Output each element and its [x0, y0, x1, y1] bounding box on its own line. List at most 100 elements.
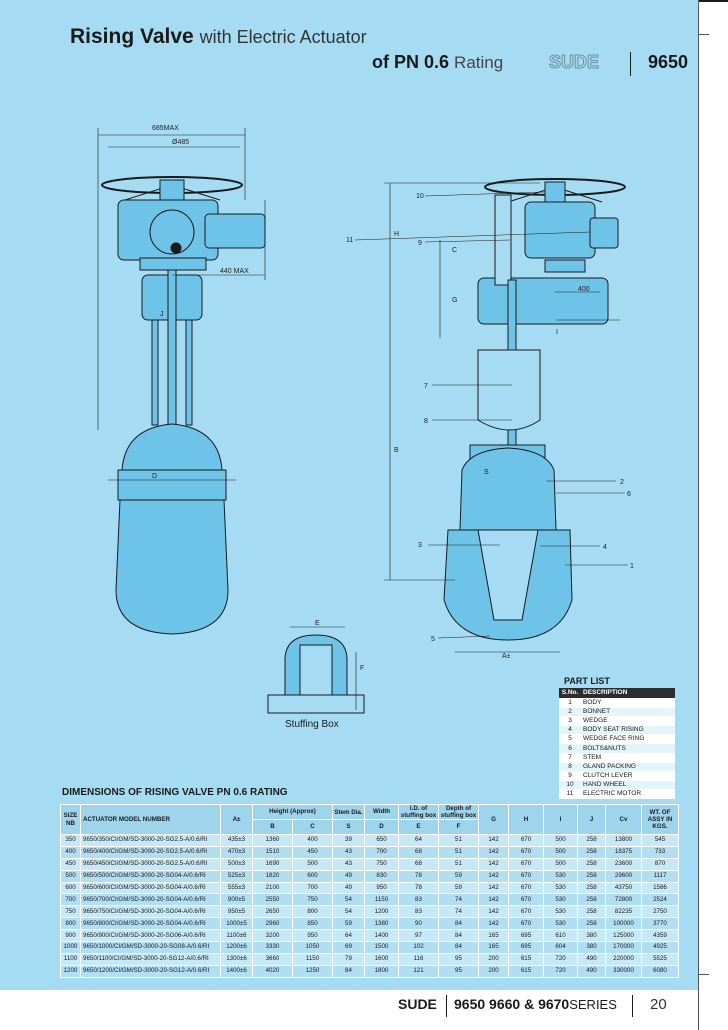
cell-dim-h: 670	[508, 845, 544, 859]
cell-dim-a: 950±5	[220, 905, 253, 919]
part-description: BODY	[581, 698, 675, 709]
title-bold: Rising Valve	[70, 25, 194, 48]
cell-dim-i: 530	[543, 905, 578, 919]
part-callout-2: 2	[620, 479, 624, 486]
cell-dim-d: 750	[364, 857, 399, 871]
cell-dim-s: 64	[332, 929, 365, 943]
cell-dim-h: 670	[508, 917, 544, 931]
header-d: D	[364, 819, 399, 835]
cell-dim-h: 670	[508, 905, 544, 919]
cell-dim-j: 490	[577, 964, 606, 978]
header-weight: WT. OF ASSY IN KGS.	[641, 804, 679, 835]
cell-size: 900	[60, 929, 81, 943]
cell-dim-d: 1500	[364, 941, 399, 954]
leader-lines	[354, 191, 628, 639]
cell-model-number: 9650/750/CI/GM/SD-3000-20-SG04-A/0.6/RI	[80, 905, 221, 919]
dim-g: G	[452, 297, 457, 304]
subtitle-bold: of PN 0.6	[372, 52, 450, 72]
table-header-row: SIZE NB ACTUATOR MODEL NUMBER A± Height …	[60, 804, 679, 835]
cell-dim-h: 695	[508, 941, 544, 954]
cell-dim-h: 670	[508, 869, 544, 883]
footer-series-light: SERIES	[569, 997, 617, 1012]
cell-dim-f: 95	[438, 964, 479, 978]
series-code: 9650	[648, 52, 689, 72]
cell-cv: 220000	[605, 952, 642, 966]
cell-dim-f: 59	[438, 869, 479, 883]
cell-dim-f: 59	[438, 881, 479, 895]
part-description: GLAND PACKING	[581, 762, 675, 772]
cell-cv: 100000	[605, 917, 642, 931]
cell-weight: 4359	[641, 929, 679, 943]
cell-dim-f: 84	[438, 917, 479, 931]
cell-dim-g: 165	[478, 941, 509, 954]
cell-dim-c: 1150	[292, 952, 333, 966]
footer-divider	[632, 995, 633, 1017]
dim-h: H	[394, 231, 399, 238]
header-b: B	[252, 819, 293, 835]
dim-d485: Ø485	[172, 139, 189, 146]
pillar	[185, 319, 193, 426]
cell-dim-s: 54	[332, 905, 365, 919]
margin-tick	[699, 34, 709, 35]
cell-dim-b: 1360	[252, 834, 293, 847]
part-number: 2	[559, 707, 581, 718]
cell-cv: 72800	[605, 893, 642, 907]
cell-dim-j: 490	[577, 952, 606, 966]
cell-model-number: 9650/1200/CI/GM/SD-3000-20-SG12-A/0.6/RI	[80, 964, 221, 978]
cell-dim-e: 102	[398, 941, 439, 954]
cell-dim-g: 200	[478, 964, 509, 978]
part-callout-6: 6	[627, 491, 631, 498]
cell-weight: 5525	[641, 952, 679, 966]
cell-dim-b: 1510	[252, 845, 293, 859]
cell-dim-d: 950	[364, 881, 399, 895]
cell-dim-c: 600	[292, 869, 333, 883]
cell-weight: 733	[641, 845, 679, 859]
cell-dim-c: 450	[292, 845, 333, 859]
cell-dim-c: 850	[292, 917, 333, 931]
cell-dim-f: 74	[438, 905, 479, 919]
part-number: 9	[559, 771, 581, 781]
cell-dim-b: 2960	[252, 917, 293, 931]
valve-drawing: 685MAX Ø485 440 MAX J D H C G I B S E F …	[97, 125, 634, 714]
cell-dim-e: 116	[398, 952, 439, 966]
cell-dim-s: 79	[332, 952, 365, 966]
header-h: H	[508, 804, 544, 835]
dim-e: E	[315, 620, 320, 627]
part-description: BOLTS&NUTS	[581, 743, 675, 754]
part-callout-8: 8	[424, 418, 428, 425]
part-callout-1: 1	[630, 563, 634, 570]
part-callout-10: 10	[416, 193, 424, 200]
part-number: 7	[559, 753, 581, 763]
actuator-knob	[170, 242, 182, 254]
cell-dim-s: 49	[332, 869, 365, 883]
cell-dim-e: 78	[398, 881, 439, 895]
cell-dim-s: 84	[332, 964, 365, 978]
cell-dim-i: 604	[543, 941, 578, 954]
part-number: 8	[559, 762, 581, 772]
cell-dim-c: 800	[292, 905, 333, 919]
part-description: WEDGE FACE RING	[581, 734, 675, 745]
cell-dim-a: 500±3	[220, 857, 253, 871]
cell-size: 800	[60, 917, 81, 931]
part-number: 3	[559, 716, 581, 727]
cell-dim-h: 670	[508, 834, 544, 847]
cell-dim-j: 258	[577, 917, 606, 931]
header-model: ACTUATOR MODEL NUMBER	[80, 804, 221, 835]
cell-dim-d: 1380	[364, 917, 399, 931]
header-f: F	[438, 819, 479, 835]
cell-cv: 29600	[605, 869, 642, 883]
cell-dim-s: 59	[332, 917, 365, 931]
cell-dim-b: 3660	[252, 952, 293, 966]
part-description: BONNET	[581, 707, 675, 718]
bonnet-flange	[117, 469, 227, 501]
cell-size: 600	[60, 881, 81, 895]
cell-model-number: 9650/450/CI/GM/SD-3000-20-SG2.5-A/0.6/RI	[80, 857, 221, 871]
